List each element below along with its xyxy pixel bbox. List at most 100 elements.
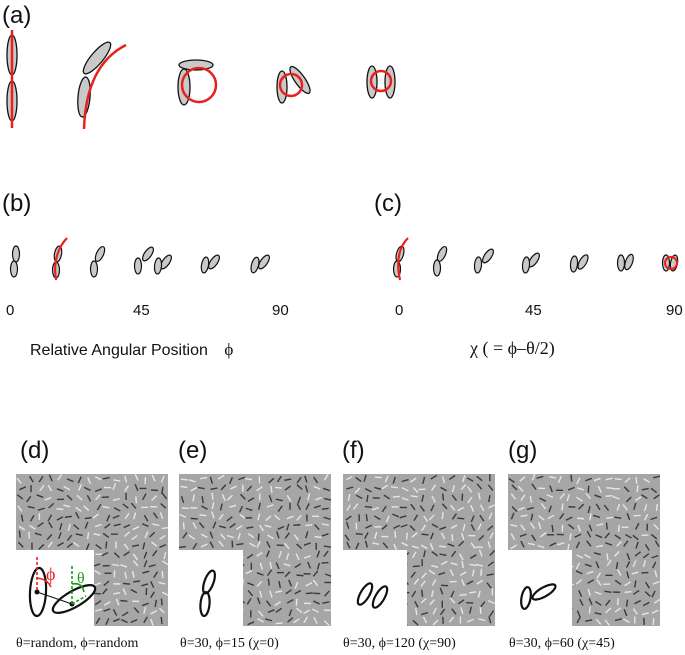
texture-element [466, 477, 474, 482]
texture-element [652, 580, 660, 585]
texture-element [228, 477, 234, 485]
texture-element [322, 487, 331, 492]
texture-element [526, 506, 534, 511]
panel-b-axis-symbol: ϕ [224, 340, 234, 359]
panel-c-axis-title: χ ( = ϕ–θ/2) [470, 338, 555, 358]
texture-element [634, 496, 642, 502]
texture-element [284, 485, 292, 491]
texture-element [75, 511, 80, 519]
texture-element [269, 561, 273, 569]
texture-element [113, 552, 120, 559]
texture-element [529, 522, 536, 529]
texture-element [239, 513, 246, 520]
texture-element [226, 534, 235, 539]
texture-element [605, 477, 613, 481]
texture-element [295, 553, 300, 561]
texture-element [626, 553, 631, 561]
texture-element [112, 618, 120, 623]
panel-d-label: (d) [20, 437, 50, 464]
texture-element [625, 496, 632, 503]
texture-element [565, 516, 573, 521]
pair-circle-small [366, 65, 396, 99]
texture-element [238, 476, 246, 481]
texture-element [374, 486, 382, 491]
texture-element [87, 477, 92, 485]
texture-element [249, 542, 256, 548]
texture-element [84, 516, 92, 520]
texture-element [143, 514, 149, 522]
texture-element [635, 476, 638, 485]
texture-element [312, 600, 320, 605]
texture-element [27, 505, 35, 509]
texture-element [450, 550, 457, 558]
texture-element [293, 618, 300, 624]
texture-element [644, 591, 651, 597]
texture-element [219, 503, 223, 511]
texture-element [347, 493, 351, 501]
texture-element [83, 505, 90, 512]
texture-element [584, 553, 591, 559]
texture-element [364, 487, 372, 493]
texture-element [113, 591, 121, 595]
texture-element [246, 526, 254, 529]
texture-element [323, 474, 329, 481]
texture-element [284, 532, 290, 539]
texture-element [142, 542, 146, 550]
texture-element [120, 599, 128, 602]
texture-element [197, 486, 205, 490]
texture-element [632, 589, 640, 595]
texture-element [470, 524, 476, 531]
pair-circle-large [177, 59, 218, 106]
texture-element [121, 611, 129, 617]
texture-element [18, 530, 21, 538]
texture-element [457, 517, 465, 520]
texture-element [296, 484, 303, 490]
texture-element [284, 478, 292, 481]
texture-element [623, 486, 630, 493]
texture-element [257, 513, 261, 521]
texture-element [132, 525, 140, 531]
texture-element [276, 475, 282, 483]
texture-element [200, 533, 208, 539]
texture-element [559, 493, 566, 500]
texture-element [160, 475, 165, 483]
texture-element [94, 600, 102, 606]
texture-element [247, 590, 254, 597]
texture-element [133, 607, 140, 614]
texture-element [84, 521, 89, 529]
texture-element [616, 569, 622, 576]
texture-element [237, 532, 241, 540]
panel-b-tick-0: 0 [6, 302, 15, 319]
texture-element [457, 506, 465, 512]
texture-element [458, 553, 464, 561]
texture-element [487, 561, 495, 567]
texture-element [265, 618, 273, 622]
texture-element [323, 620, 330, 626]
texture-element [401, 478, 409, 483]
texture-element [256, 572, 264, 576]
texture-element [192, 522, 197, 530]
texture-element [148, 564, 156, 568]
texture-element [585, 492, 591, 500]
texture-element [238, 505, 244, 513]
texture-element [142, 570, 150, 574]
texture-element [431, 495, 436, 503]
texture-element [102, 505, 110, 509]
texture-element [198, 522, 205, 529]
texture-element [578, 589, 583, 597]
texture-element [529, 495, 533, 503]
texture-element [192, 494, 196, 502]
texture-element [527, 542, 536, 546]
texture-element [401, 487, 409, 492]
texture-element [622, 504, 628, 511]
texture-element [265, 515, 272, 522]
texture-element [612, 495, 620, 500]
texture-element [264, 524, 272, 528]
texture-element [144, 531, 149, 539]
texture-element [588, 606, 592, 614]
texture-element [466, 618, 474, 623]
texture-element [653, 598, 660, 604]
texture-element [586, 540, 592, 547]
texture-element [112, 563, 120, 567]
texture-element [47, 541, 54, 548]
